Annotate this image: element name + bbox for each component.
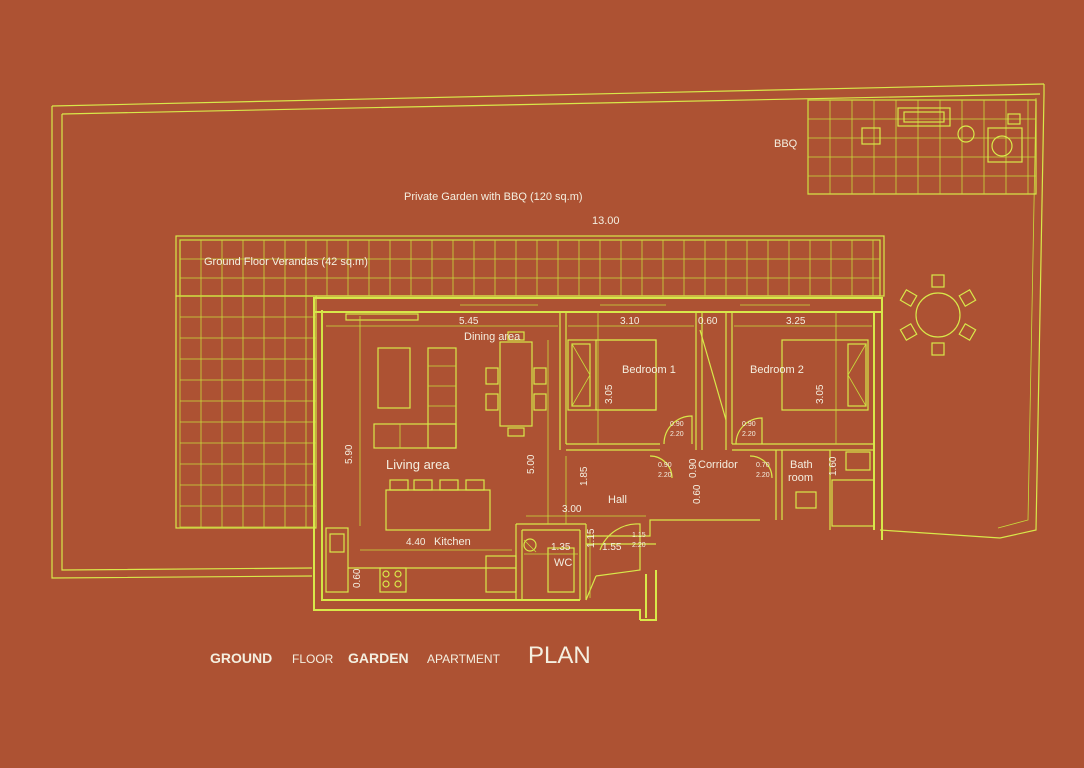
bbq-label: BBQ (774, 138, 798, 150)
dim-living-width: 5.45 (459, 316, 479, 327)
door4-bottom: 2.20 (756, 472, 770, 479)
dining-table (485, 331, 547, 437)
chair (958, 288, 977, 308)
dim-corridor-depth: 0.90 (688, 458, 699, 478)
dim-hall-width-2: 1.55 (602, 542, 622, 553)
dim-wc-width: 1.35 (551, 542, 571, 553)
wc-label: WC (554, 557, 572, 569)
dim-bed1-width: 3.10 (620, 316, 640, 327)
garden-label: Private Garden with BBQ (120 sq.m) (404, 191, 583, 203)
title-part-2: FLOOR (292, 652, 334, 666)
bedroom-2-label: Bedroom 2 (750, 364, 804, 376)
door4-top: 0.70 (756, 462, 770, 469)
dim-corridor-width: 0.60 (698, 316, 718, 327)
chair (899, 322, 918, 342)
living-label: Living area (386, 457, 450, 472)
dim-wc-depth: 1.15 (586, 528, 597, 548)
title-part-3: GARDEN (348, 650, 409, 666)
title-part-4: APARTMENT (427, 652, 501, 666)
chair (958, 322, 977, 342)
kitchen-island (385, 479, 491, 531)
dim-kitchen-width: 4.40 (406, 537, 426, 548)
door3-top: 0.90 (658, 462, 672, 469)
bbq-area (807, 99, 1037, 195)
sofa-set (373, 347, 457, 449)
dim-bed2-depth: 3.05 (815, 384, 826, 404)
chair (899, 288, 918, 308)
verandas (175, 235, 885, 529)
garden-width-label: 13.00 (592, 215, 620, 227)
dining-label: Dining area (464, 331, 521, 343)
dim-hall-depth: 1.85 (579, 466, 590, 486)
bedroom-2-bed (781, 339, 869, 411)
verandas-label: Ground Floor Verandas (42 sq.m) (204, 256, 368, 268)
door2-bottom: 2.20 (742, 431, 756, 438)
door5-bottom: 2.20 (632, 542, 646, 549)
garden-boundary (51, 83, 1045, 579)
door5-top: 1.15 (632, 532, 646, 539)
dim-corridor-depth-2: 0.60 (692, 484, 703, 504)
dim-kitchen-unit: 0.60 (352, 568, 363, 588)
door3-bottom: 2.20 (658, 472, 672, 479)
chair (931, 274, 945, 288)
bedroom-1-label: Bedroom 1 (622, 364, 676, 376)
corridor-label: Corridor (698, 459, 738, 471)
dim-bed1-depth: 3.05 (604, 384, 615, 404)
door1-top: 0.90 (670, 421, 684, 428)
title-part-5: PLAN (528, 642, 591, 669)
round-table (899, 274, 977, 356)
window-marks (345, 304, 810, 321)
doors (585, 415, 773, 601)
dimension-labels: 5.45 3.10 0.60 3.25 3.05 3.05 5.90 5.00 … (344, 316, 839, 588)
kitchen-counter (325, 527, 517, 593)
dim-living-depth-2: 5.00 (526, 454, 537, 474)
door1-bottom: 2.20 (670, 431, 684, 438)
bath-label-line2: room (788, 472, 813, 484)
door2-top: 0.90 (742, 421, 756, 428)
hall-label: Hall (608, 494, 627, 506)
chair (931, 342, 945, 356)
dim-living-depth: 5.90 (344, 444, 355, 464)
dim-hall-width: 3.00 (562, 504, 582, 515)
room-labels: BBQ Private Garden with BBQ (120 sq.m) 1… (204, 138, 813, 569)
dim-bed2-width: 3.25 (786, 316, 806, 327)
plan-title: GROUND FLOOR GARDEN APARTMENT PLAN (210, 642, 591, 669)
dim-bath-depth: 1.60 (828, 456, 839, 476)
dimension-lines (326, 312, 872, 598)
bedroom-1-bed (567, 339, 657, 411)
kitchen-label: Kitchen (434, 536, 471, 548)
title-part-1: GROUND (210, 650, 272, 666)
bath-label-line1: Bath (790, 459, 813, 471)
interior-walls (321, 312, 875, 600)
